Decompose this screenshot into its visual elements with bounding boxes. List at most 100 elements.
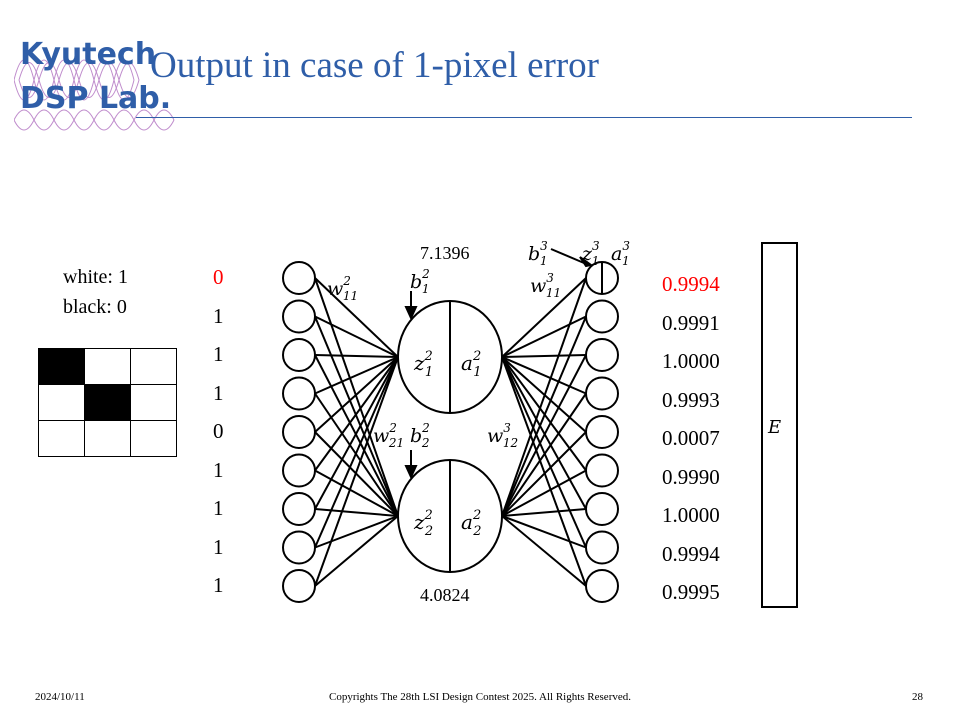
pixel-cell [38,420,85,457]
hidden-top-value: 7.1396 [420,243,470,263]
input-connection [314,316,399,517]
legend-black: black: 0 [63,296,127,318]
output-connection [501,356,587,510]
output-connection [501,356,587,472]
pixel-row [38,348,177,385]
title-divider [136,117,912,118]
input-connection [314,356,399,472]
output-connection [501,354,587,517]
output-value: 0.9994 [662,541,720,566]
output-connection [501,277,587,358]
input-value: 0 [213,419,224,443]
output-layer [585,261,619,603]
logo-line2: DSP Lab. [20,81,171,116]
input-connection [314,515,399,587]
output-node [585,492,619,526]
input-value: 1 [213,303,224,328]
input-connection [314,356,399,548]
svg-text:z22: z22 [413,508,433,539]
pixel-row [38,384,177,421]
output-connection [501,515,587,549]
page-number: 28 [912,691,923,703]
page-title: Output in case of 1-pixel error [150,45,599,86]
output-value: 1.0000 [662,349,720,373]
output-connection [501,356,587,395]
logo-waves [14,59,175,131]
input-node [282,261,316,295]
input-connection [314,354,399,358]
input-node [282,453,316,488]
input-node [282,376,316,411]
output-connection [501,356,587,587]
input-node [282,299,316,334]
output-connection [501,356,587,548]
input-connection [314,315,399,358]
input-node [282,530,316,565]
footer-copyright: Copyrights The 28th LSI Design Contest 2… [329,691,631,703]
output-value: 0.0007 [662,426,720,450]
output-connection [501,315,587,358]
pixel-cell [84,420,131,457]
input-value: 0 [213,265,224,289]
output-value: 0.9991 [662,310,720,335]
output-connection [501,316,587,517]
svg-text:z21: z21 [413,349,433,380]
output-connection [501,469,587,517]
output-connection [501,515,587,587]
pixel-row [38,420,177,457]
input-node [282,492,316,526]
pixel-cell [38,348,85,385]
output-connection [501,354,587,358]
input-value: 1 [213,496,224,520]
error-label: E [767,417,781,438]
output-connection [501,277,587,517]
pixel-cell [84,348,131,385]
pixel-cell [84,384,131,421]
input-node [282,415,316,449]
input-node [282,338,316,372]
bias-arrows [404,248,594,480]
pixel-cell [130,420,177,457]
svg-text:a22: a22 [461,508,482,539]
output-node [585,569,619,603]
input-connection [314,356,399,433]
output-value: 0.9993 [662,387,720,412]
input-node [282,569,316,603]
output-node [585,299,619,334]
output-node [585,530,619,565]
input-connection [314,356,399,395]
input-connection [314,469,399,517]
footer-date: 2024/10/11 [35,691,85,703]
output-value: 0.9995 [662,580,720,604]
network-connections [314,277,587,587]
error-box: E [761,242,798,608]
pixel-grid [38,348,177,457]
output-node [585,453,619,488]
legend-white: white: 1 [63,266,128,288]
output-value: 0.9994 [662,272,720,296]
output-value: 0.9990 [662,464,720,489]
input-value: 1 [213,342,224,366]
output-connection [501,356,587,433]
input-connection [314,508,399,517]
input-connection [314,354,399,517]
input-layer [282,261,316,603]
input-value: 1 [213,573,224,597]
input-connection [314,277,399,517]
hidden-bottom-value: 4.0824 [420,585,470,605]
pixel-cell [130,348,177,385]
input-value: 1 [213,457,224,482]
input-connection [314,356,399,587]
output-node [585,338,619,372]
output-value: 1.0000 [662,503,720,527]
